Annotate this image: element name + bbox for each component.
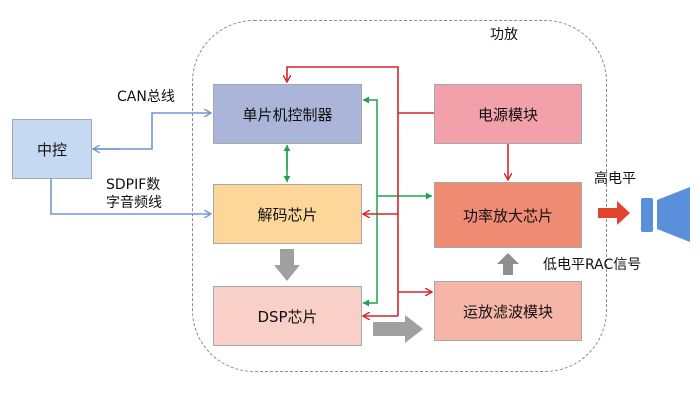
- low-level-signal-label: 低电平RAC信号: [543, 257, 642, 273]
- dsp-chip-block: DSP芯片: [213, 286, 362, 346]
- can-bus-line: [93, 113, 211, 150]
- can-bus-label: CAN总线: [117, 89, 175, 105]
- opamp-filter-label: 运放滤波模块: [462, 302, 553, 321]
- amplifier-group: [192, 20, 607, 372]
- mcu-controller-label: 单片机控制器: [242, 105, 333, 124]
- speaker-cone-icon: [657, 187, 690, 242]
- spdif-label-line1: SDPIF数: [106, 177, 161, 193]
- power-amplifier-block: 功率放大芯片: [434, 182, 582, 248]
- control-bus-to-mcu: [363, 96, 378, 196]
- decoder-to-dsp-arrow: [274, 249, 300, 281]
- filter-to-amp-arrow: [497, 253, 519, 275]
- spdif-line: [50, 179, 211, 214]
- power-to-mcu: [287, 66, 399, 113]
- power-module-block: 电源模块: [434, 84, 582, 144]
- power-module-label: 电源模块: [477, 105, 538, 124]
- central-control-label: 中控: [36, 140, 67, 159]
- power-amplifier-label: 功率放大芯片: [462, 206, 553, 225]
- speaker-icon: [641, 198, 653, 232]
- control-bus-to-dsp: [363, 196, 378, 307]
- decoder-chip-label: 解码芯片: [257, 205, 318, 224]
- spdif-label-line2: 字音频线: [106, 195, 162, 211]
- dsp-chip-label: DSP芯片: [257, 307, 318, 326]
- decoder-chip-block: 解码芯片: [213, 184, 362, 244]
- dsp-to-filter-arrow: [373, 315, 423, 343]
- output-arrow: [598, 201, 630, 225]
- amplifier-group-label: 功放: [490, 27, 518, 43]
- central-control-block: 中控: [12, 119, 92, 179]
- mcu-controller-block: 单片机控制器: [213, 84, 362, 144]
- high-level-label: 高电平: [594, 171, 636, 187]
- opamp-filter-block: 运放滤波模块: [434, 281, 582, 341]
